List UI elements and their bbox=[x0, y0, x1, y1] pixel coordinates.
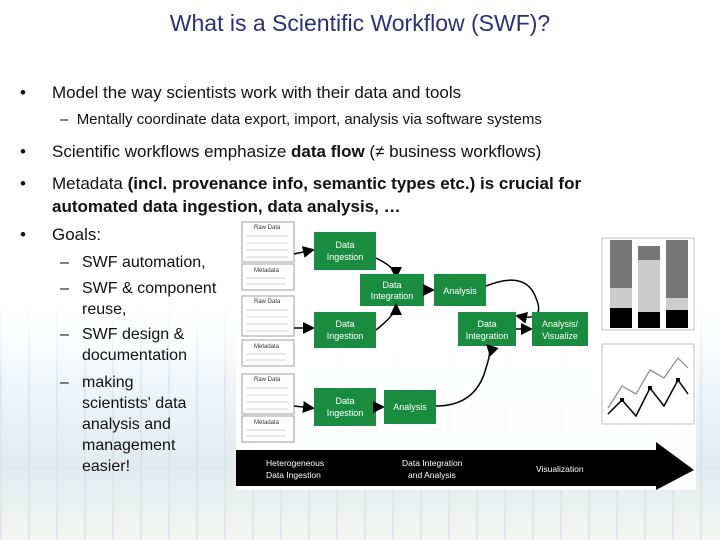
bullet-bold-line2: automated data ingestion, data analysis,… bbox=[52, 197, 401, 216]
goal-line: scientists' data bbox=[82, 395, 187, 412]
box-analysis-1: Analysis bbox=[434, 274, 486, 306]
bullet-text-post: (≠ business workflows) bbox=[364, 142, 542, 161]
box-label: Data bbox=[477, 319, 496, 329]
box-data-ingestion-3: Data Ingestion bbox=[314, 388, 376, 426]
bullet-text: Scientific workflows emphasize bbox=[52, 142, 292, 161]
raw-data-doc-1: Raw Data Metadata bbox=[241, 221, 295, 291]
goal-line: management bbox=[82, 437, 176, 454]
box-label: Ingestion bbox=[327, 331, 364, 341]
goal-line: analysis and bbox=[82, 416, 171, 433]
bullet-dot: • bbox=[20, 142, 26, 161]
goal-easier: –making scientists' data analysis and ma… bbox=[60, 372, 186, 477]
stage-arrow: Heterogeneous Data Ingestion Data Integr… bbox=[236, 442, 694, 490]
box-label: Ingestion bbox=[327, 252, 364, 262]
goal-line: SWF & component bbox=[82, 280, 217, 297]
raw-data-doc-3: Raw Data Metadata bbox=[241, 373, 295, 443]
goal-reuse: –SWF & component reuse, bbox=[60, 278, 216, 320]
box-label: Data bbox=[335, 396, 354, 406]
arrow bbox=[485, 279, 540, 324]
dash: – bbox=[60, 374, 69, 391]
box-label: Data bbox=[335, 319, 354, 329]
workflow-diagram: Raw Data Metadata Raw Data Metadata Raw … bbox=[236, 218, 696, 490]
metadata-label: Metadata bbox=[254, 344, 280, 350]
subbullet-coordinate: – Mentally coordinate data export, impor… bbox=[60, 111, 542, 128]
arrow bbox=[375, 303, 402, 331]
bullet-dot: • bbox=[20, 83, 26, 102]
bullet-text: Model the way scientists work with their… bbox=[52, 83, 462, 102]
box-label: Analysis bbox=[393, 402, 427, 412]
box-data-integration-1: Data Integration bbox=[360, 274, 424, 306]
box-label: Data bbox=[382, 280, 401, 290]
bullet-goals: • Goals: bbox=[20, 225, 101, 245]
stage-label: Data Ingestion bbox=[266, 470, 321, 480]
stage-label: Heterogeneous bbox=[266, 458, 324, 468]
box-analysis-visualize: Analysis/ Visualize bbox=[532, 312, 588, 346]
raw-data-label: Raw Data bbox=[254, 377, 281, 383]
raw-data-label: Raw Data bbox=[254, 299, 281, 305]
arrow bbox=[293, 401, 315, 413]
goal-line: reuse, bbox=[82, 301, 127, 318]
bullet-model: • Model the way scientists work with thei… bbox=[20, 83, 461, 103]
subbullet-text: Mentally coordinate data export, import,… bbox=[76, 111, 542, 128]
thumbnail-bar-chart bbox=[601, 237, 695, 331]
arrow bbox=[293, 246, 315, 258]
raw-data-doc-2: Raw Data Metadata bbox=[241, 295, 295, 367]
goal-design: –SWF design & documentation bbox=[60, 324, 187, 366]
goal-line: SWF design & bbox=[82, 326, 185, 343]
metadata-label: Metadata bbox=[254, 420, 280, 426]
box-label: Data bbox=[335, 240, 354, 250]
goal-line: SWF automation, bbox=[82, 254, 206, 271]
box-data-ingestion-2: Data Ingestion bbox=[314, 312, 376, 348]
goal-automation: –SWF automation, bbox=[60, 252, 206, 273]
box-analysis-3: Analysis bbox=[384, 390, 436, 424]
box-label: Integration bbox=[371, 291, 414, 301]
bullet-bold: data flow bbox=[291, 142, 365, 161]
dash: – bbox=[60, 111, 69, 128]
box-label: Ingestion bbox=[327, 408, 364, 418]
bullet-bold: (incl. provenance info, semantic types e… bbox=[127, 174, 582, 193]
goal-line: making bbox=[82, 374, 134, 391]
bullet-text: Goals: bbox=[52, 225, 102, 244]
arrow bbox=[435, 343, 499, 407]
thumbnail-line-chart bbox=[601, 343, 695, 425]
raw-data-label: Raw Data bbox=[254, 225, 281, 231]
box-data-integration-2: Data Integration bbox=[458, 312, 516, 346]
bullet-text: Metadata bbox=[52, 174, 128, 193]
box-label: Integration bbox=[466, 331, 509, 341]
box-label: Analysis bbox=[443, 286, 477, 296]
dash: – bbox=[60, 254, 69, 271]
box-data-ingestion-1: Data Ingestion bbox=[314, 232, 376, 270]
dash: – bbox=[60, 326, 69, 343]
bullet-dot: • bbox=[20, 174, 26, 193]
metadata-label: Metadata bbox=[254, 268, 280, 274]
slide-title: What is a Scientific Workflow (SWF)? bbox=[169, 10, 551, 36]
box-label: Visualize bbox=[542, 331, 578, 341]
stage-label: and Analysis bbox=[408, 470, 456, 480]
bullet-metadata: • Metadata (incl. provenance info, semant… bbox=[20, 172, 690, 218]
goal-line: easier! bbox=[82, 458, 131, 475]
box-label: Analysis/ bbox=[542, 319, 579, 329]
stage-label: Visualization bbox=[536, 464, 584, 474]
bullet-dot: • bbox=[20, 225, 26, 244]
goal-line: documentation bbox=[82, 347, 187, 364]
stage-label: Data Integration bbox=[402, 458, 463, 468]
dash: – bbox=[60, 280, 69, 297]
bullet-dataflow: • Scientific workflows emphasize data flo… bbox=[20, 142, 541, 162]
